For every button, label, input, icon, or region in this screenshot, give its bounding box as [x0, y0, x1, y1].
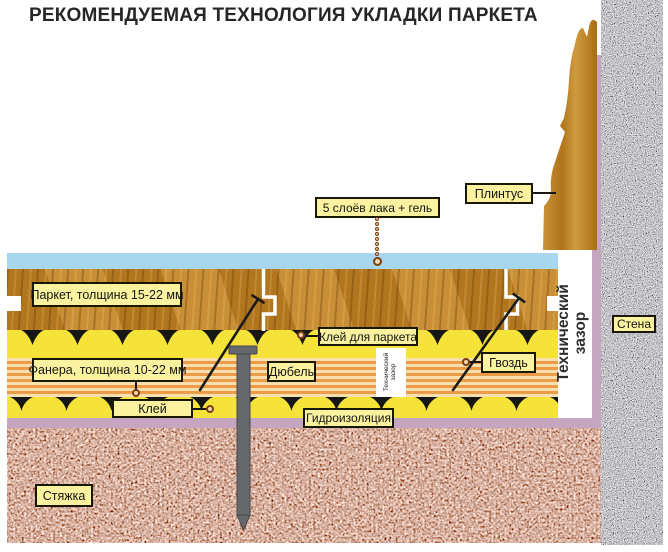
callout-nail: Гвоздь — [481, 352, 536, 373]
leader-dot — [375, 232, 379, 236]
callout-plinth: Плинтус — [465, 183, 533, 204]
callout-parquet: Паркет, толщина 15-22 мм — [30, 282, 184, 307]
glue-notch-triangles — [7, 330, 558, 358]
page-title: РЕКОМЕНДУЕМАЯ ТЕХНОЛОГИЯ УКЛАДКИ ПАРКЕТА — [29, 5, 538, 26]
callout-parquet-glue: Клей для паркета — [318, 327, 418, 346]
callout-plywood: Фанера, толщина 10-22 мм — [29, 358, 186, 382]
plinth-leader-line — [533, 192, 556, 194]
lacquer-leader-end-dot — [373, 257, 382, 266]
nail-leader-line — [469, 361, 481, 363]
screed-texture — [7, 428, 601, 543]
callout-screed: Стяжка — [35, 484, 93, 507]
lacquer-dotted-leader — [375, 217, 379, 256]
callout-lacquer: 5 слоёв лака + гель — [315, 197, 440, 218]
leader-dot — [375, 252, 379, 256]
leader-dot — [375, 247, 379, 251]
callout-waterproofing: Гидроизоляция — [303, 408, 394, 428]
parquet-glue-leader-dot — [297, 331, 305, 339]
plywood-expansion-gap — [376, 348, 406, 397]
callout-glue: Клей — [112, 399, 193, 418]
parquet-glue-layer — [7, 330, 558, 358]
leader-dot — [375, 217, 379, 221]
glue-notch-triangles — [7, 397, 558, 418]
parquet-glue-leader-line — [305, 335, 318, 337]
glue-layer — [7, 397, 558, 418]
leader-dot — [375, 242, 379, 246]
plywood-leader-line — [135, 382, 137, 391]
lacquer-layer — [7, 253, 558, 269]
callout-wall: Стена — [612, 315, 656, 333]
wall-texture — [601, 0, 663, 545]
plywood-technical-gap-label: Технический зазор — [382, 352, 397, 392]
leader-dot — [375, 222, 379, 226]
plywood-leader-dot — [132, 389, 140, 397]
leader-dot — [375, 237, 379, 241]
nail-leader-dot — [462, 358, 470, 366]
glue-leader-dot — [206, 405, 214, 413]
callout-dowel: Дюбель — [267, 361, 316, 382]
glue-leader-line — [193, 408, 207, 410]
technical-gap-label: Технический зазор — [555, 284, 590, 382]
leader-dot — [375, 227, 379, 231]
